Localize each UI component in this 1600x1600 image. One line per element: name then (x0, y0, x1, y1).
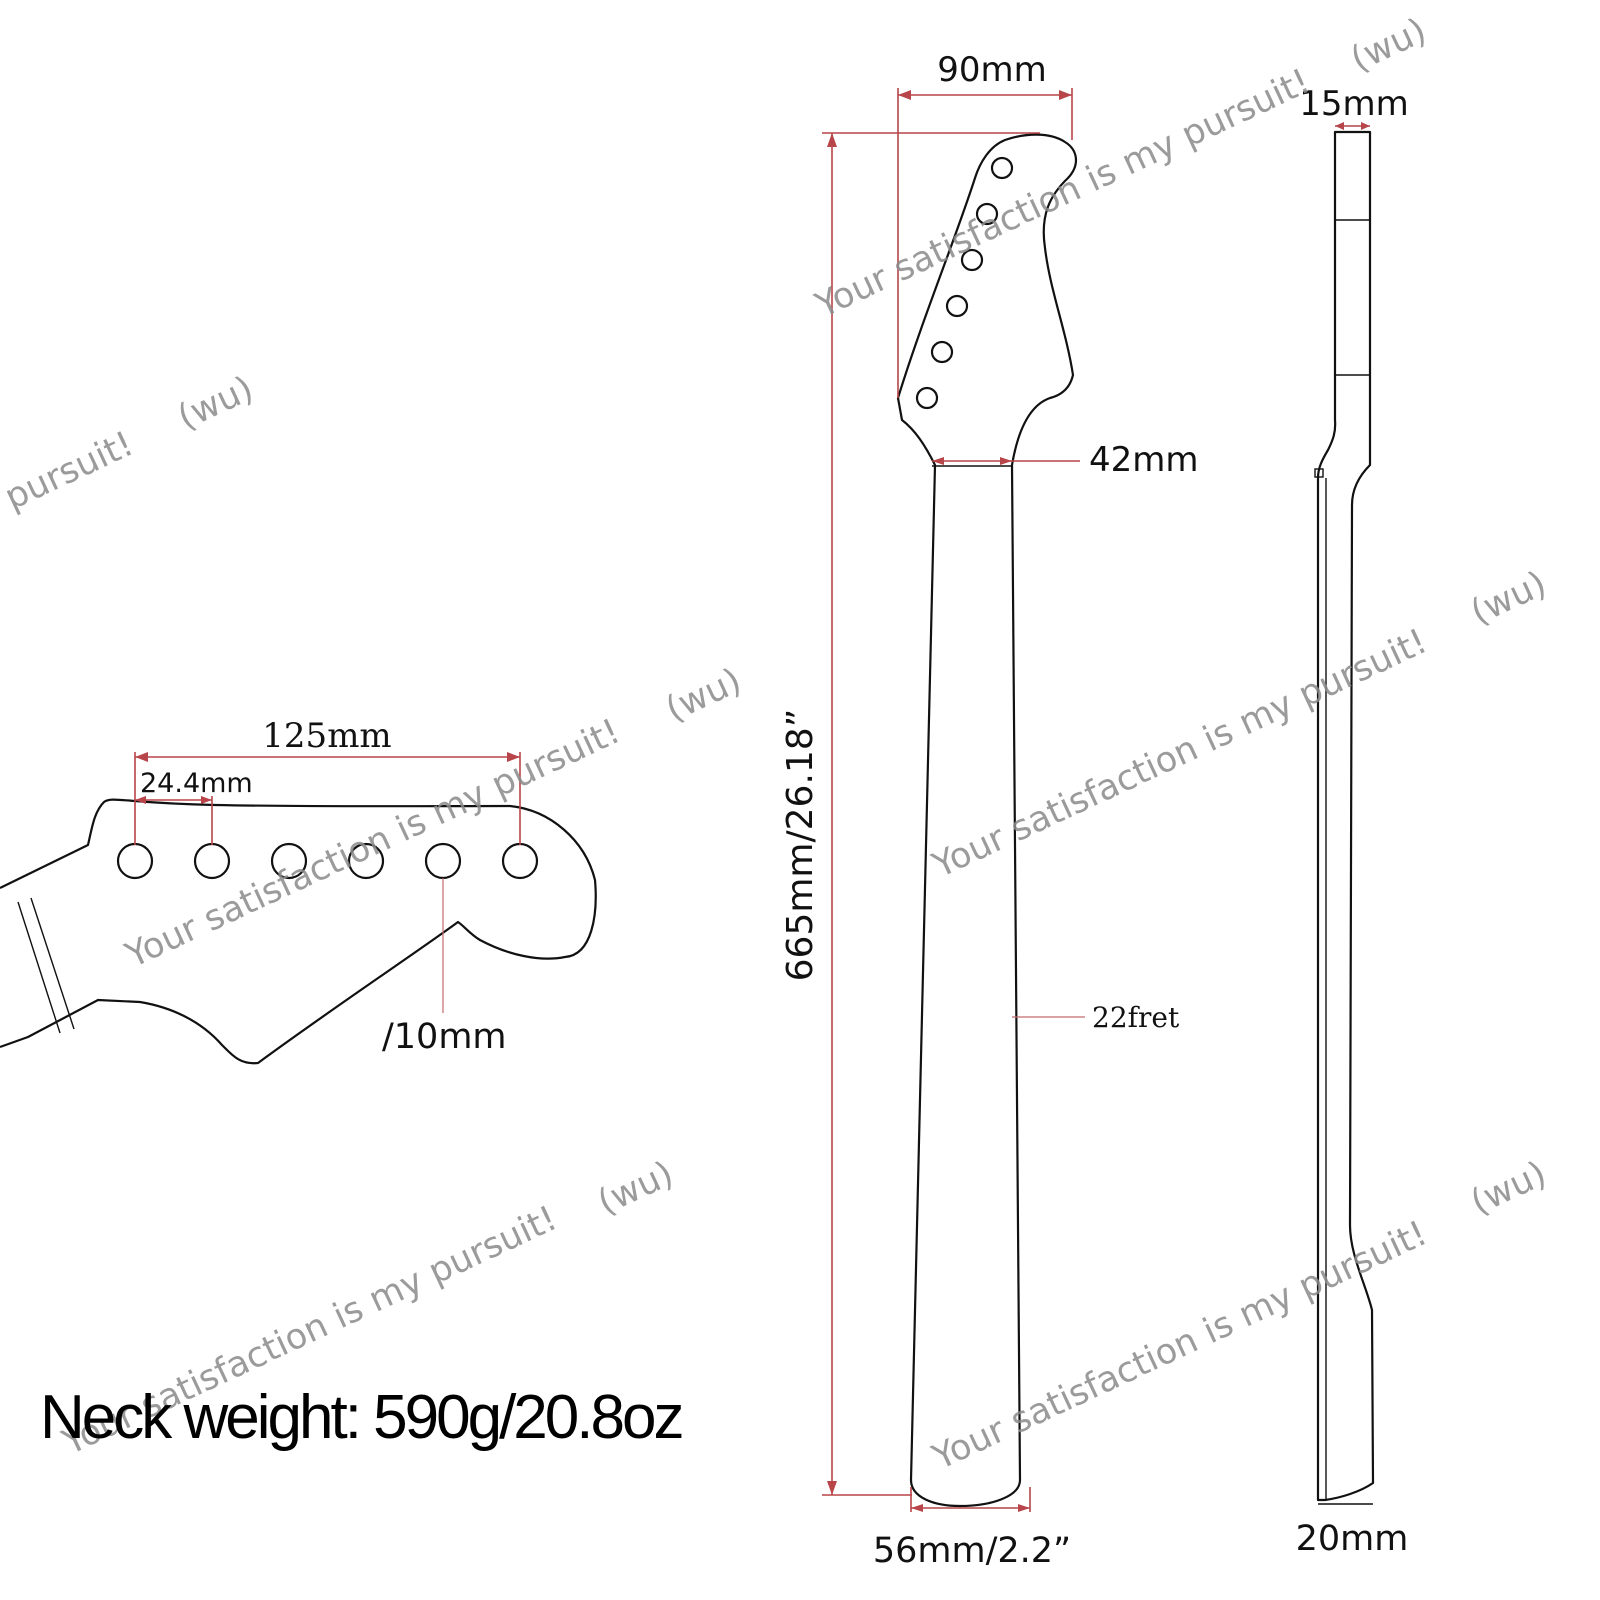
watermark-tag: (wu) (660, 661, 748, 730)
watermark-slogan: Your satisfaction is my pursuit! (809, 62, 1316, 327)
tuner-hole (347, 842, 385, 880)
total-length-dimension: 665mm/26.18” (780, 132, 1040, 1496)
tuner-hole (945, 294, 969, 318)
tuner-hole (960, 248, 984, 272)
tuner-spacing-label: 24.4mm (140, 768, 253, 799)
watermark-tag: (wu) (1465, 1154, 1553, 1223)
headstock-closeup: 125mm 24.4mm ∕10mm (0, 716, 597, 1065)
watermark-tag: (wu) (1465, 564, 1553, 633)
tuner-hole (116, 842, 154, 880)
watermark-slogan-fragment: pursuit! (0, 424, 140, 518)
heel-width-label: 56mm/2.2” (873, 1531, 1071, 1571)
nut-line-1 (17, 901, 61, 1034)
neck-front-outline (896, 133, 1077, 1508)
tuner-hole (990, 156, 1014, 180)
nut-line-2 (30, 897, 75, 1030)
tuner-span-dimension: 125mm (134, 716, 521, 845)
hole-diameter-label: ∕10mm (382, 1017, 507, 1057)
watermark-tag: (wu) (592, 1154, 680, 1223)
tuner-hole (930, 340, 954, 364)
tuner-hole (193, 842, 231, 880)
fret-count-label: 22fret (1092, 1001, 1180, 1034)
heel-thickness-label: 20mm (1296, 1519, 1409, 1559)
nut-width-dimension: 42mm (932, 440, 1199, 480)
headstock-width-dimension: 90mm (897, 50, 1073, 398)
heel-width-dimension: 56mm/2.2” (873, 1487, 1071, 1571)
watermarks: Your satisfaction is my pursuit! (wu) pu… (0, 11, 1553, 1479)
watermark-tag: (wu) (1345, 11, 1433, 80)
neck-front-view: 90mm 665mm/26.18” 42mm 22fret (780, 50, 1199, 1571)
tuner-hole (424, 842, 462, 880)
headstock-outline (0, 798, 597, 1065)
watermark-slogan: Your satisfaction is my pursuit! (926, 622, 1433, 887)
neck-weight-label: Neck weight: 590g/20.8oz (40, 1383, 684, 1452)
watermark-tag: (wu) (172, 369, 260, 438)
headstock-width-label: 90mm (937, 50, 1047, 90)
neck-side-view: 15mm 20mm (1296, 84, 1409, 1559)
tuner-hole (975, 202, 999, 226)
nut-block (1314, 468, 1324, 478)
tuner-hole (915, 386, 939, 410)
nut-width-label: 42mm (1089, 440, 1199, 480)
tuner-spacing-dimension: 24.4mm (135, 768, 253, 845)
total-length-label: 665mm/26.18” (780, 709, 821, 982)
neck-side-outline (1316, 130, 1375, 1502)
headstock-thickness-dimension: 15mm (1299, 84, 1409, 130)
tuner-span-label: 125mm (262, 716, 391, 756)
tuner-hole (270, 842, 308, 880)
headstock-thickness-label: 15mm (1299, 84, 1409, 124)
watermark-slogan: Your satisfaction is my pursuit! (926, 1214, 1433, 1479)
tuner-hole (501, 842, 539, 880)
